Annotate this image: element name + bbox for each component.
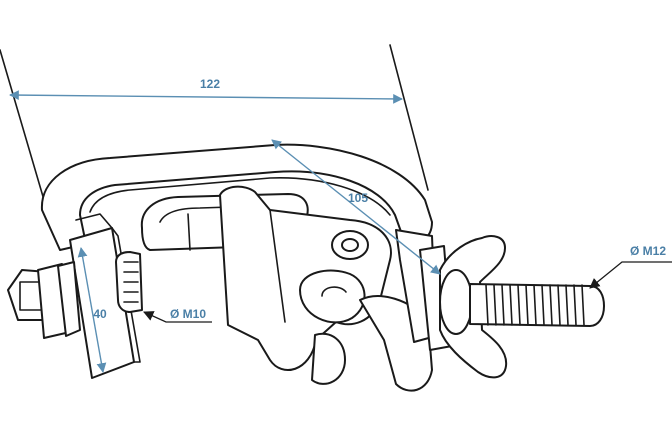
bolt-shaft-m10 [115, 251, 143, 313]
callout-m10-label: Ø M10 [170, 307, 206, 321]
dimension-width: 122 [9, 77, 403, 104]
callout-m12-label: Ø M12 [630, 244, 666, 258]
dimension-jaw-label: 40 [93, 307, 107, 321]
dimension-width-label: 122 [200, 77, 220, 91]
dimension-jaw: 40 [77, 247, 107, 373]
hex-nut [7, 261, 81, 339]
callout-m12: Ø M12 [589, 244, 672, 289]
dimension-reach: 105 [271, 139, 441, 275]
dimension-reach-label: 105 [348, 191, 368, 205]
threaded-bolt-m12 [469, 283, 605, 327]
callout-m10: Ø M10 [143, 307, 212, 323]
